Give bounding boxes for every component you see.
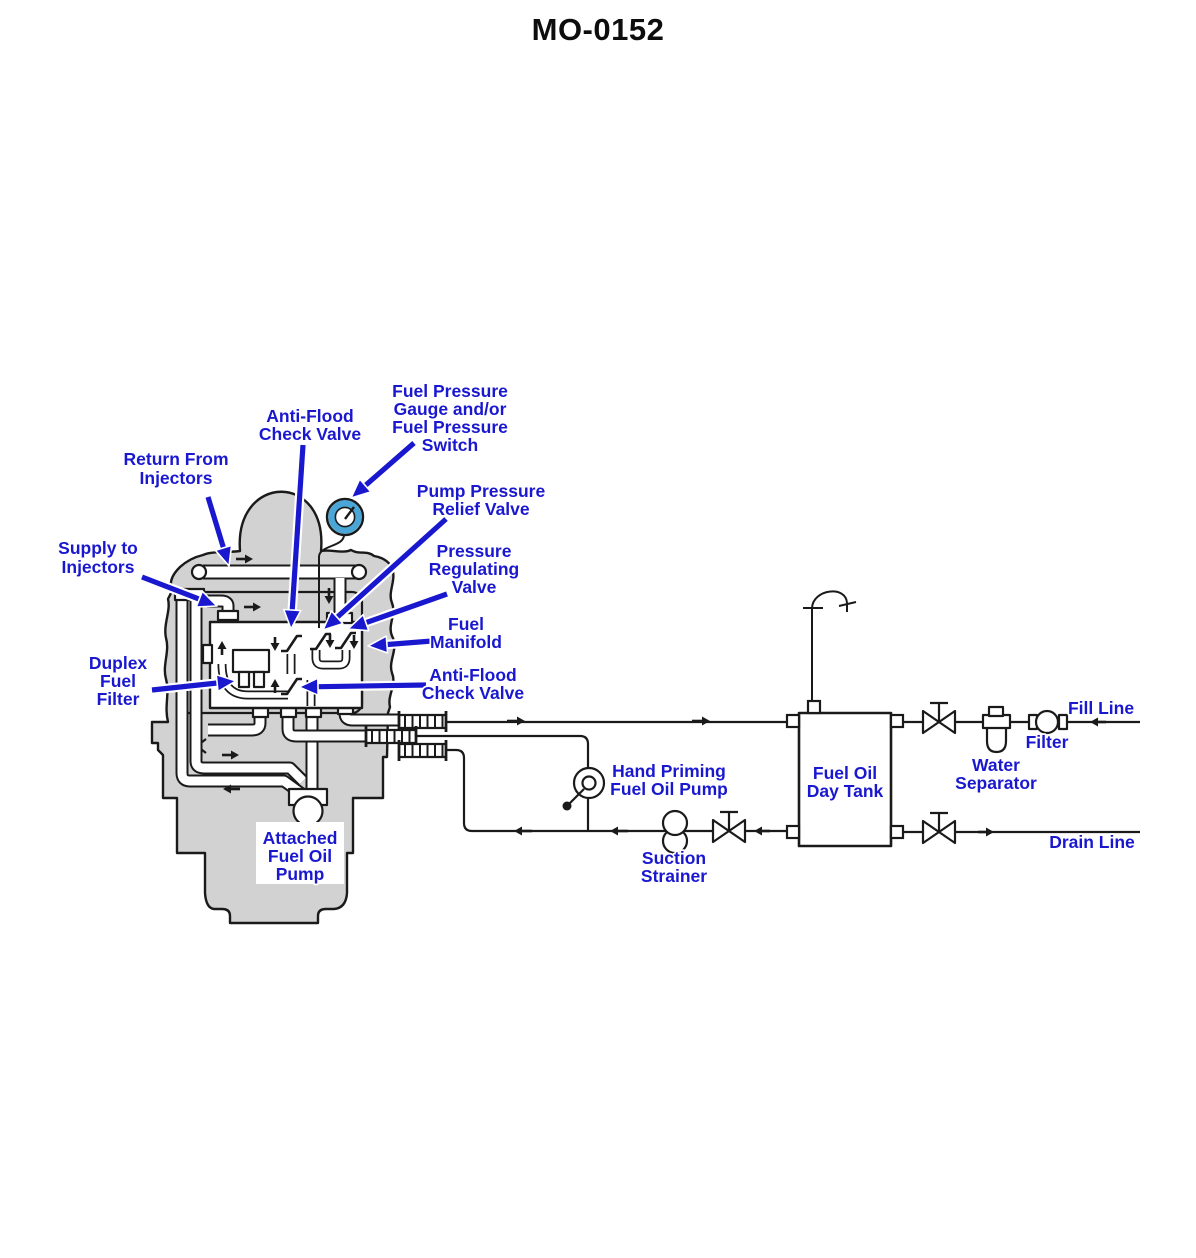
svg-text:Attached: Attached [263,828,338,848]
suction-strainer-symbol [661,809,689,855]
svg-text:Fuel Pressure: Fuel Pressure [392,381,508,401]
fuel-manifold-block [201,620,364,710]
check-valve-icons [281,631,356,696]
return-line [447,748,790,833]
label-drain-line: Drain Line [1048,830,1137,853]
label-duplex-fuel-filter: Duplex Fuel Filter [87,651,149,710]
svg-text:Pressure: Pressure [437,541,512,561]
label-supply-to-injectors: Supply to Injectors [56,536,139,578]
engine-internal-pipes [173,587,399,800]
page-title: MO-0152 [532,12,665,47]
gauge-ring-icon [328,500,362,534]
svg-text:Switch: Switch [422,435,478,455]
svg-text:Return From: Return From [124,449,229,469]
svg-text:Duplex: Duplex [89,653,148,673]
shutoff-valve-icons [711,701,957,845]
svg-text:Suction: Suction [642,848,706,868]
svg-text:Fill Line: Fill Line [1068,698,1134,718]
tank-ports [785,699,905,840]
svg-text:Supply to: Supply to [58,538,138,558]
svg-text:Injectors: Injectors [62,557,135,577]
pump-handle-knob [562,801,572,811]
svg-text:Check Valve: Check Valve [259,424,361,444]
system-lines [417,590,1140,834]
svg-text:Pump: Pump [276,864,325,884]
svg-text:Injectors: Injectors [140,468,213,488]
label-return-from-injectors: Return From Injectors [122,447,230,489]
flexible-hose-connectors [364,711,448,761]
label-pressure-regulating-valve: Pressure Regulating Valve [427,539,521,598]
svg-text:Fuel: Fuel [100,671,136,691]
hand-priming-pump-symbol [562,766,606,811]
svg-text:Fuel Oil: Fuel Oil [268,846,332,866]
svg-text:Day Tank: Day Tank [807,781,884,801]
flow-direction-arrows [217,554,1106,837]
label-anti-flood-check-valve-bottom: Anti-Flood Check Valve [420,663,526,704]
injector-piping [190,563,368,625]
label-fuel-pressure-gauge-switch: Fuel Pressure Gauge and/or Fuel Pressure… [390,379,509,456]
svg-text:Fuel Oil: Fuel Oil [813,763,877,783]
gauge-needle [344,506,355,520]
svg-text:Valve: Valve [452,577,497,597]
svg-text:Fuel Pressure: Fuel Pressure [392,417,508,437]
water-separator-symbol [981,705,1012,754]
svg-text:Drain Line: Drain Line [1049,832,1135,852]
svg-text:Fuel: Fuel [448,614,484,634]
svg-text:Anti-Flood: Anti-Flood [429,665,516,685]
svg-text:Manifold: Manifold [430,632,502,652]
hand-pump-branch-line [417,734,590,831]
fuel-oil-day-tank [785,699,905,848]
fuel-pressure-gauge [318,497,365,628]
label-fuel-manifold: Fuel Manifold [428,612,503,653]
label-water-separator: Water Separator [953,753,1038,794]
callout-arrows [137,438,452,696]
svg-text:Filter: Filter [1026,732,1069,752]
svg-text:Gauge and/or: Gauge and/or [394,399,507,419]
label-hand-priming-fuel-oil-pump: Hand Priming Fuel Oil Pump [608,759,729,800]
svg-text:Check Valve: Check Valve [422,683,524,703]
label-filter: Filter [1024,730,1070,753]
label-backdrop [256,822,344,884]
svg-text:Filter: Filter [97,689,140,709]
svg-text:Relief Valve: Relief Valve [432,499,530,519]
filter-symbol [1027,709,1069,735]
svg-text:Strainer: Strainer [641,866,707,886]
label-suction-strainer: Suction Strainer [639,846,709,887]
svg-text:Hand Priming: Hand Priming [612,761,726,781]
duplex-fuel-filter-icon [231,648,271,674]
svg-text:Separator: Separator [955,773,1037,793]
svg-text:Regulating: Regulating [429,559,519,579]
svg-text:Water: Water [972,755,1020,775]
pump-icon [292,795,324,827]
svg-text:Anti-Flood: Anti-Flood [266,406,353,426]
tank-vent-gooseneck [803,590,857,712]
svg-text:Pump Pressure: Pump Pressure [417,481,546,501]
svg-text:Fuel Oil Pump: Fuel Oil Pump [610,779,728,799]
label-fuel-oil-day-tank: Fuel Oil Day Tank [805,761,885,802]
label-fill-line: Fill Line [1066,696,1136,719]
label-pump-pressure-relief-valve: Pump Pressure Relief Valve [415,479,547,520]
label-anti-flood-check-valve-top: Anti-Flood Check Valve [257,404,363,445]
label-attached-fuel-oil-pump: Attached Fuel Oil Pump [261,826,339,885]
